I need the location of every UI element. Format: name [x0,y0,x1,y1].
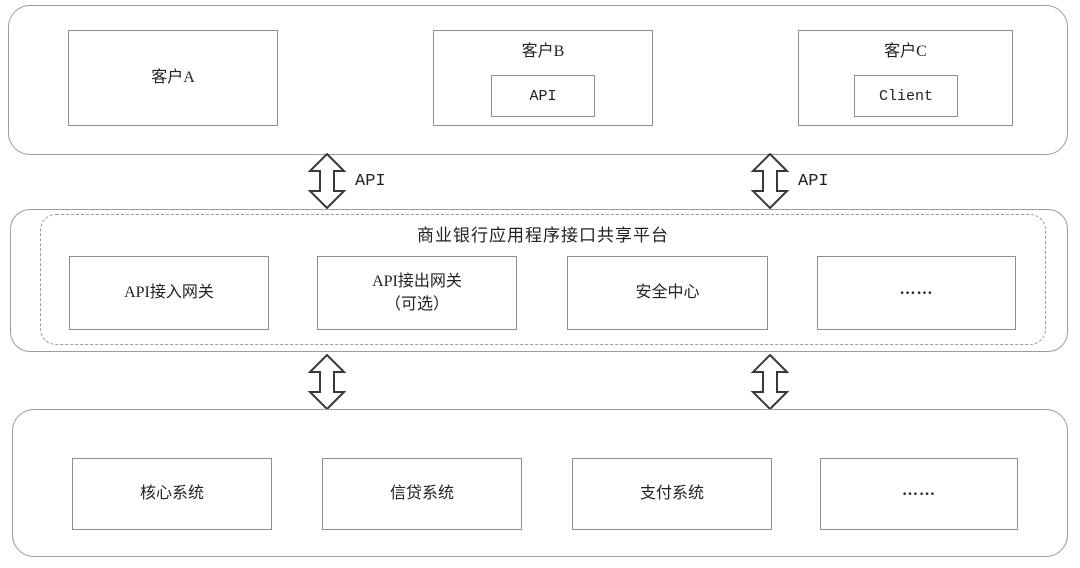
system-box-credit: 信贷系统 [322,458,522,530]
module-box-security-center: 安全中心 [567,256,768,330]
double-arrow-icon [750,153,790,209]
platform-title: 商业银行应用程序接口共享平台 [417,226,669,245]
double-arrow-icon [307,153,347,209]
api-link-label-left: API [355,172,386,191]
system-box-core: 核心系统 [72,458,272,530]
system-label: 核心系统 [139,485,204,503]
module-label: API接入网关 [124,284,214,302]
system-box-payment: 支付系统 [572,458,772,530]
client-c-client-box: Client [854,75,958,117]
module-label: 安全中心 [635,284,700,302]
system-label: 支付系统 [639,485,704,503]
module-label: …… [899,281,934,299]
platform-dashed-frame [40,214,1046,345]
system-box-ellipsis: …… [820,458,1018,530]
double-arrow-icon [750,354,790,410]
client-a-label: 客户A [151,69,195,87]
client-b-api-box: API [491,75,595,117]
module-box-api-out-gateway: API接出网关 （可选） [317,256,517,330]
client-a-box: 客户A [68,30,278,126]
module-label: API接出网关 [372,272,462,290]
double-arrow-icon [307,354,347,410]
client-c-client-label: Client [878,87,933,105]
system-label: …… [902,482,936,500]
client-b-api-label: API [529,87,557,105]
module-box-ellipsis: …… [817,256,1016,330]
system-label: 信贷系统 [389,485,454,503]
client-b-label: 客户B [521,43,565,60]
api-link-label-right: API [798,172,829,191]
module-box-api-in-gateway: API接入网关 [69,256,269,330]
module-sublabel: （可选） [384,296,449,313]
client-c-label: 客户C [884,43,927,60]
